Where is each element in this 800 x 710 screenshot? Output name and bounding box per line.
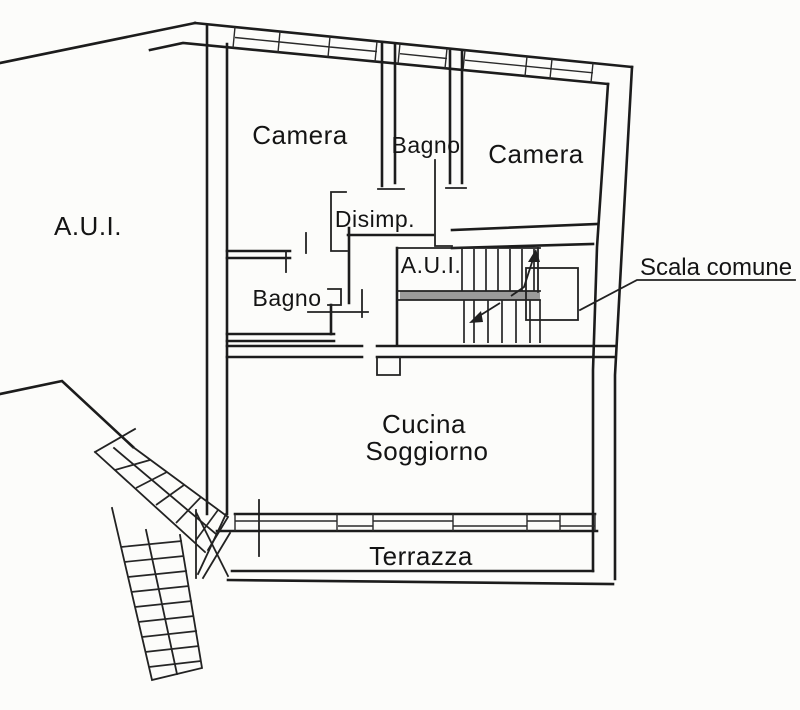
room-labels: A.U.I. Camera Bagno Camera Disimp. A.U.I… [54, 120, 792, 571]
door-symbols [258, 159, 453, 557]
label-bagno-top: Bagno [391, 132, 460, 158]
bottom-window-band [215, 512, 599, 533]
label-camera-left: Camera [252, 120, 348, 150]
label-cucina: Cucina [382, 409, 466, 439]
interior-walls [225, 42, 617, 376]
label-aui-stairwell: A.U.I. [401, 252, 462, 278]
label-soggiorno: Soggiorno [365, 436, 488, 466]
label-camera-right: Camera [488, 139, 584, 169]
label-aui-left: A.U.I. [54, 211, 122, 241]
internal-staircase [397, 247, 579, 343]
exterior-walls [0, 21, 634, 581]
scala-comune-leader [578, 279, 796, 312]
label-scala-comune: Scala comune [640, 254, 792, 281]
label-terrazza: Terrazza [369, 541, 473, 571]
top-window-band [232, 26, 594, 83]
external-staircase [93, 445, 230, 682]
label-disimpegno: Disimp. [335, 206, 415, 232]
terrazza-outline [201, 531, 615, 586]
label-bagno-left: Bagno [252, 285, 321, 311]
